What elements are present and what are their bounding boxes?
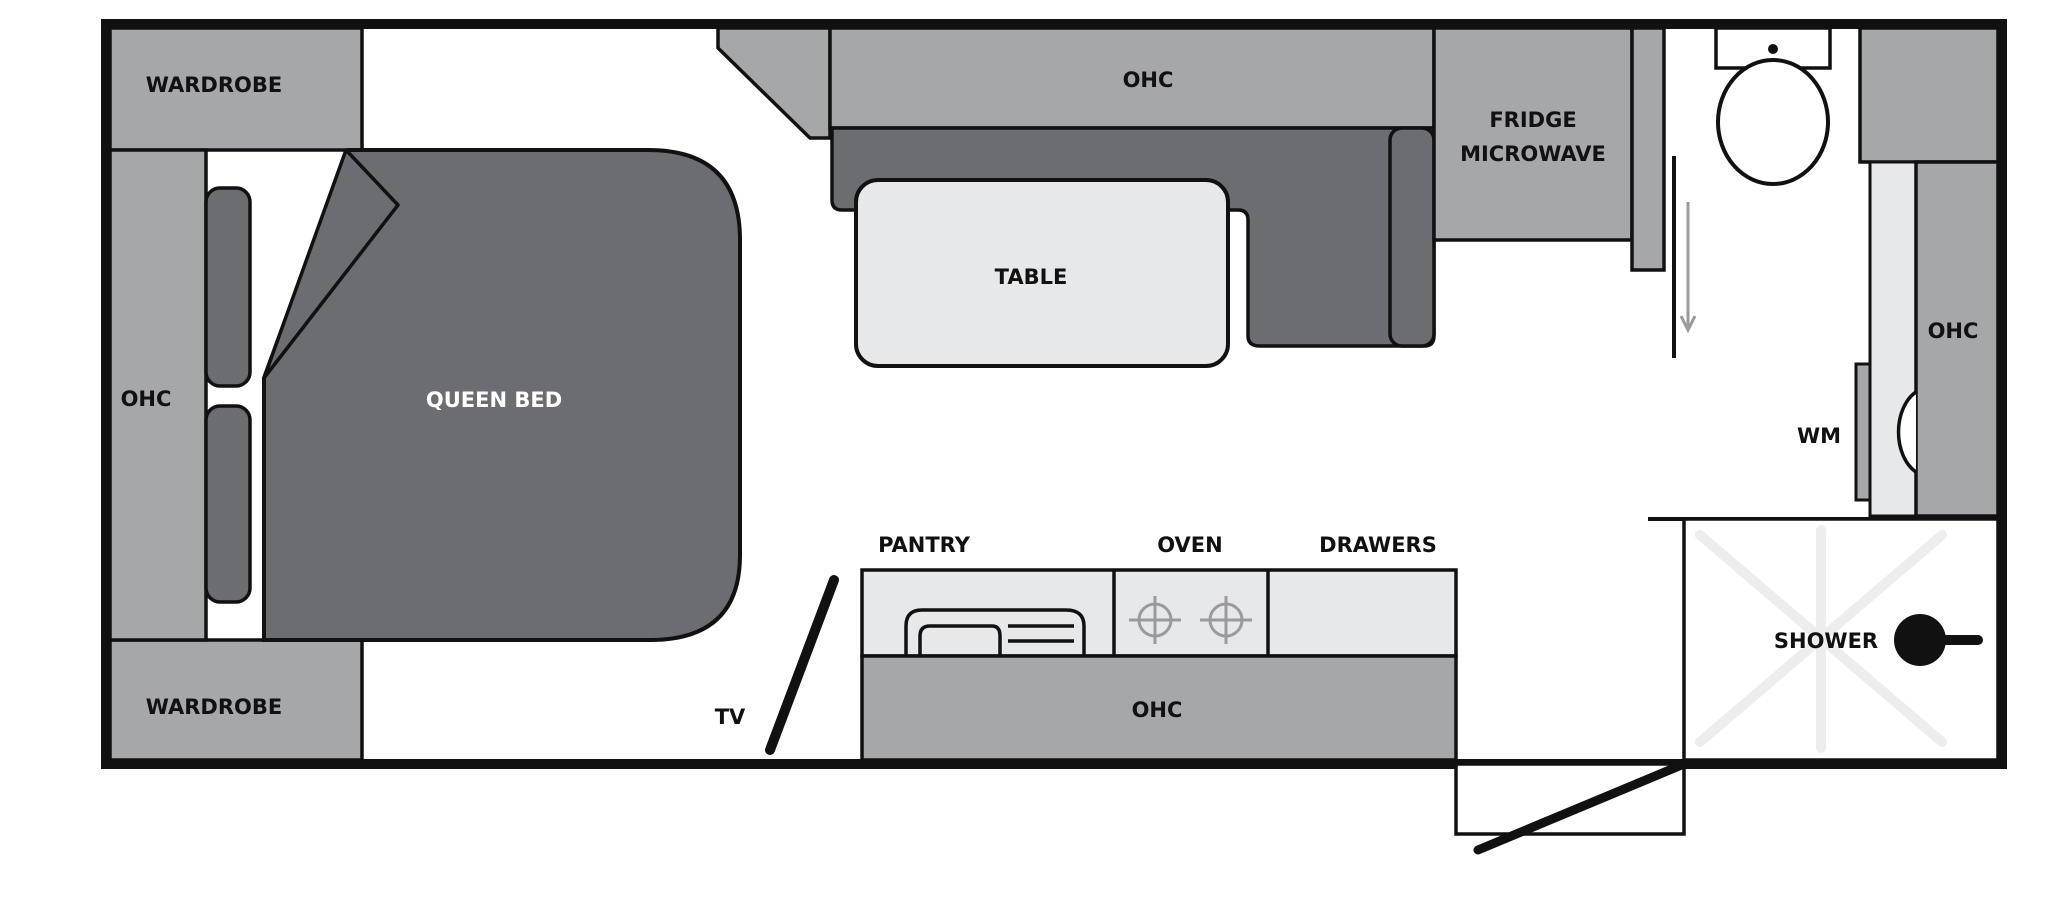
wm-label: WM bbox=[1797, 424, 1841, 448]
shower-label: SHOWER bbox=[1774, 629, 1878, 653]
microwave-label: MICROWAVE bbox=[1460, 142, 1606, 166]
shower-drain-pattern bbox=[1695, 525, 1947, 753]
cooktop-burner-icon bbox=[1129, 596, 1252, 644]
tv-label: TV bbox=[715, 705, 746, 729]
ohc-bottom-label: OHC bbox=[1132, 698, 1183, 722]
ohc-right-label: OHC bbox=[1928, 319, 1979, 343]
kitchen-bench bbox=[860, 568, 1458, 658]
table-label: TABLE bbox=[995, 265, 1068, 289]
ohc-left: OHC bbox=[108, 148, 208, 642]
dinette-backrest bbox=[1388, 126, 1436, 348]
tv-icon bbox=[765, 575, 839, 755]
oven-label: OVEN bbox=[1157, 533, 1222, 557]
sink-icon bbox=[904, 608, 1086, 656]
wardrobe-top-label: WARDROBE bbox=[146, 73, 282, 97]
ohc-top-label: OHC bbox=[1123, 68, 1174, 92]
fridge-microwave: FRIDGE MICROWAVE bbox=[1432, 26, 1634, 242]
wm-recess bbox=[1868, 160, 1918, 518]
ohc-top: OHC bbox=[828, 26, 1436, 130]
toilet bbox=[1714, 26, 1832, 186]
pantry-label: PANTRY bbox=[878, 533, 971, 557]
partition-wall bbox=[1630, 26, 1666, 272]
wm-door-arc bbox=[1896, 390, 1918, 474]
wm-unit bbox=[1854, 362, 1872, 502]
queen-bed: QUEEN BED bbox=[262, 148, 742, 642]
sliding-arrow bbox=[1679, 202, 1697, 334]
shower-head-icon bbox=[1894, 614, 1946, 666]
bedside-pad-bottom bbox=[204, 404, 252, 604]
drawers-label: DRAWERS bbox=[1319, 533, 1437, 557]
wardrobe-bottom-label: WARDROBE bbox=[146, 695, 282, 719]
bed-fold-corner bbox=[262, 148, 400, 380]
fridge-label: FRIDGE bbox=[1489, 108, 1576, 132]
wardrobe-top: WARDROBE bbox=[108, 26, 364, 152]
shower: SHOWER bbox=[1682, 517, 2000, 762]
table: TABLE bbox=[854, 178, 1230, 368]
ohc-left-label: OHC bbox=[121, 387, 172, 411]
queen-bed-label: QUEEN BED bbox=[426, 388, 562, 412]
corner-cabinet bbox=[716, 26, 832, 140]
entry-door bbox=[1454, 759, 1689, 855]
ohc-right: OHC bbox=[1914, 160, 2000, 518]
ensuite-cabinet bbox=[1858, 26, 2000, 164]
wardrobe-bottom: WARDROBE bbox=[108, 638, 364, 762]
ohc-bottom: OHC bbox=[860, 654, 1458, 762]
bedside-pad-top bbox=[204, 186, 252, 388]
